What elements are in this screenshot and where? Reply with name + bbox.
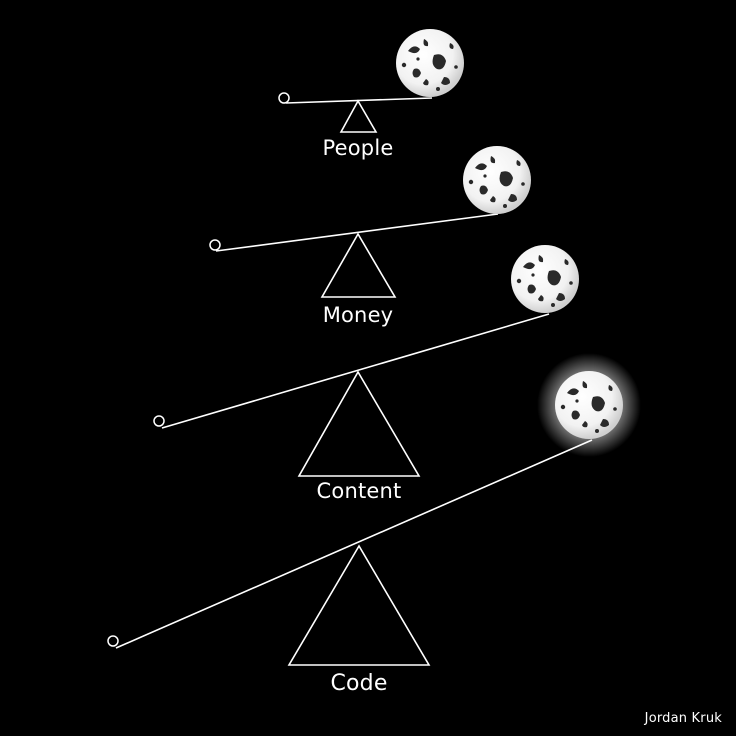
- moon-icon: [511, 245, 579, 313]
- lever-beam: [115, 439, 593, 649]
- lever-money: [209, 146, 531, 298]
- handle-ring: [209, 239, 221, 251]
- handle-ring: [153, 415, 165, 427]
- lever-people: [278, 29, 464, 133]
- handle-ring: [107, 635, 119, 647]
- moon-icon: [396, 29, 464, 97]
- handle-ring: [278, 92, 290, 104]
- label-code: Code: [330, 671, 388, 696]
- lever-beam: [161, 313, 550, 429]
- lever-beam: [285, 97, 433, 104]
- moon-icon: [555, 371, 623, 439]
- fulcrum-triangle: [287, 544, 431, 666]
- fulcrum-triangle: [297, 370, 421, 477]
- lever-content: [153, 245, 579, 477]
- label-money: Money: [322, 303, 394, 327]
- author-credit: Jordan Kruk: [644, 711, 722, 726]
- fulcrum-triangle: [320, 232, 397, 298]
- moon-icon: [463, 146, 531, 214]
- label-content: Content: [316, 479, 402, 503]
- lever-beam: [215, 213, 499, 252]
- lever-code: [107, 353, 641, 666]
- fulcrum-triangle: [339, 99, 378, 133]
- label-people: People: [322, 136, 394, 160]
